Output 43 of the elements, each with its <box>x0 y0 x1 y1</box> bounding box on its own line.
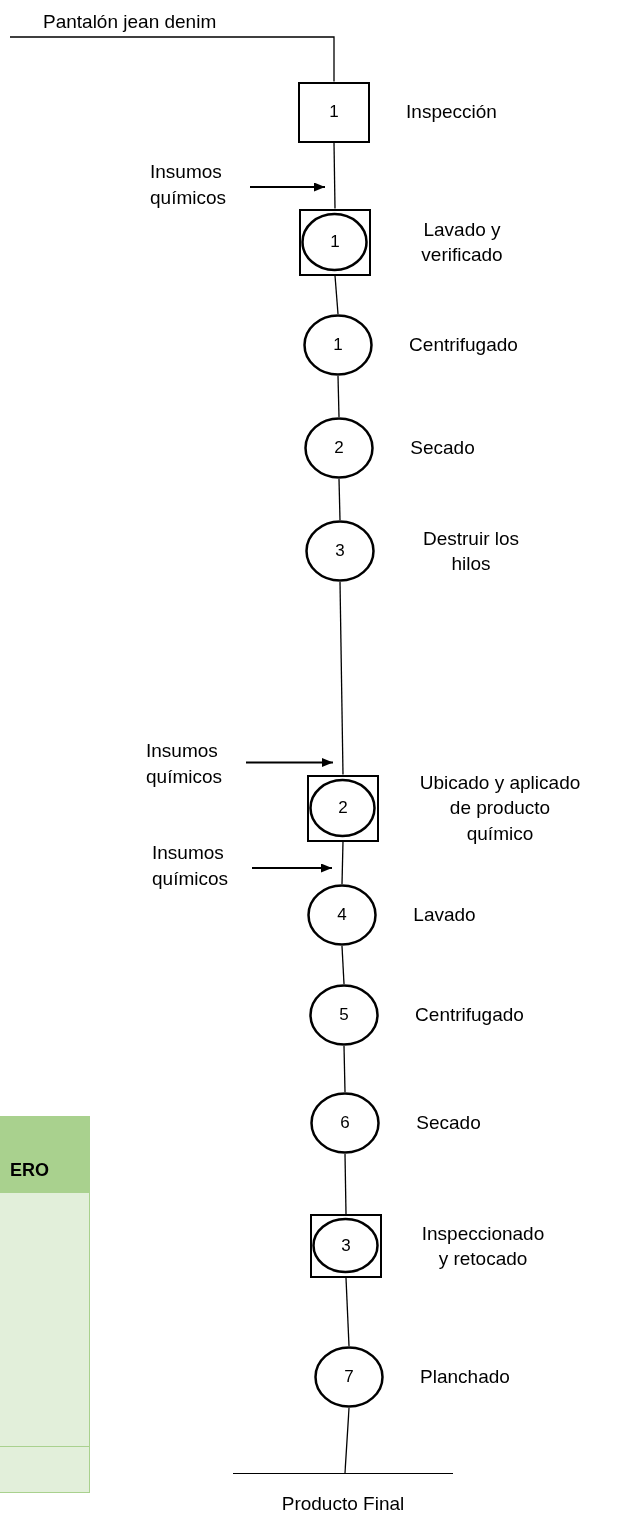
operation-circle: 7 <box>314 1346 384 1408</box>
step-label: Planchado <box>420 1365 510 1389</box>
flow-line <box>345 1277 350 1347</box>
step-label: Inspección <box>406 100 497 124</box>
input-label: Pantalón jean denim <box>10 6 335 37</box>
step-label: Centrifugado <box>409 333 518 357</box>
input-label: Insumos químicos <box>146 738 246 794</box>
combined-operation-symbol: 2 <box>307 774 379 842</box>
operation-circle: 6 <box>310 1092 380 1154</box>
step-label: Secado <box>416 1111 481 1135</box>
flow-line <box>344 1407 350 1474</box>
flow-line <box>341 945 345 985</box>
input-arrow <box>246 758 333 767</box>
flow-line <box>343 1045 346 1093</box>
step-label: Centrifugado <box>415 1003 524 1027</box>
step-label: Inspeccionado y retocado <box>420 1221 546 1272</box>
flow-line <box>333 141 336 210</box>
step-label: Secado <box>410 436 475 460</box>
flow-line <box>337 375 340 418</box>
flow-line <box>338 478 341 521</box>
step-label: Destruir los hilos <box>421 526 521 577</box>
flow-line <box>341 840 344 885</box>
flow-line <box>339 581 344 776</box>
combined-operation-symbol: 1 <box>299 208 371 276</box>
operation-circle: 2 <box>304 417 374 479</box>
step-label: Lavado <box>413 903 476 927</box>
input-arrow <box>252 863 332 873</box>
flow-line <box>334 274 339 315</box>
input-arrow <box>250 182 325 192</box>
operation-circle: 1 <box>303 314 373 376</box>
step-label: Lavado y verificado <box>420 217 504 268</box>
flow-line <box>9 36 335 83</box>
step-label: Ubicado y aplicado de producto químico <box>418 770 582 846</box>
table-header-text: ERO <box>10 1160 49 1181</box>
operation-circle: 5 <box>309 984 379 1046</box>
operation-circle: 3 <box>305 520 375 582</box>
input-label: Insumos químicos <box>150 159 250 215</box>
inspection-square: 1 <box>298 81 370 143</box>
operation-circle: 4 <box>307 884 377 946</box>
input-label: Insumos químicos <box>152 840 252 896</box>
combined-operation-symbol: 3 <box>310 1214 382 1278</box>
flow-line <box>344 1153 347 1215</box>
end-label: Producto Final <box>281 1492 405 1517</box>
